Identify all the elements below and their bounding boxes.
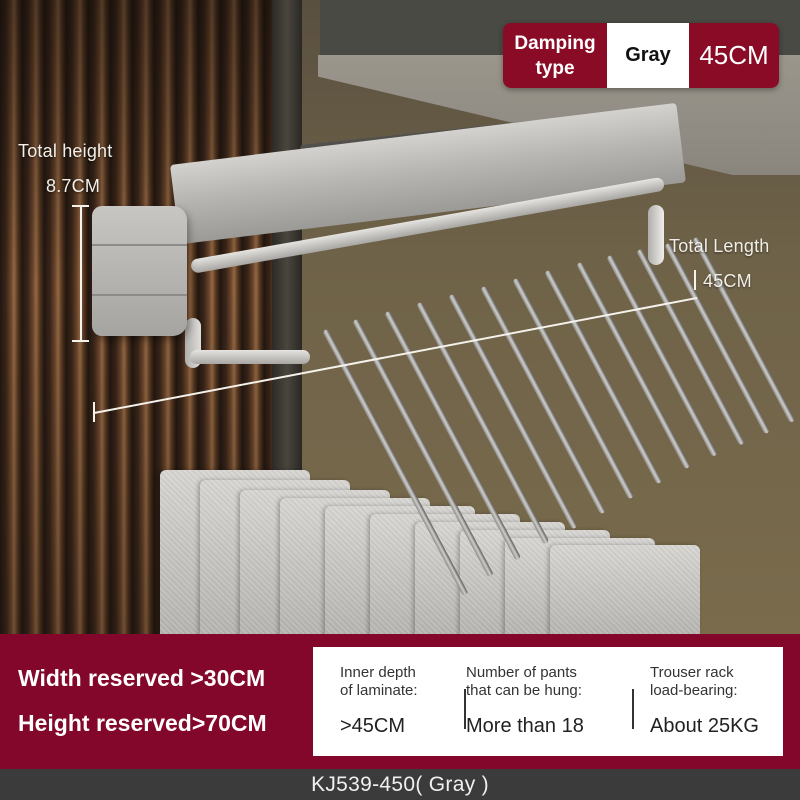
rack-end-cap (92, 206, 187, 336)
total-height-label: Total height (18, 141, 113, 161)
spec-title-line1: Number of pants (466, 664, 577, 681)
height-reserved-text: Height reserved>70CM (18, 710, 267, 736)
spec-title-line2: that can be hung: (466, 682, 582, 699)
end-cap-groove (92, 294, 187, 296)
spec-title-line2: load-bearing: (650, 682, 738, 699)
end-cap-groove (92, 244, 187, 246)
trouser (550, 545, 700, 634)
spec-divider (464, 689, 466, 729)
spec-value: About 25KG (650, 715, 759, 737)
total-length-label: Total Length (669, 236, 770, 256)
badge-type-line2: type (535, 57, 575, 79)
spec-value: >45CM (340, 715, 406, 737)
variant-badge: Damping type Gray 45CM (503, 23, 779, 88)
height-dimension-cap (72, 340, 89, 342)
hang-bar-lower (190, 350, 310, 364)
model-footer: KJ539-450( Gray ) (0, 769, 800, 800)
spec-title-line1: Inner depth (340, 664, 416, 681)
length-dimension-cap (93, 402, 95, 422)
badge-type-line1: Damping (514, 32, 596, 54)
spec-title-line2: of laminate: (340, 682, 418, 699)
spec-inner-depth: Inner depth of laminate: >45CM (313, 647, 453, 756)
total-height-value: 8.7CM (46, 176, 101, 196)
length-dimension-cap (694, 270, 696, 290)
spec-title-line1: Trouser rack (650, 664, 734, 681)
hang-bar-right-support (648, 205, 664, 265)
spec-divider (632, 689, 634, 729)
hanging-trousers (160, 470, 720, 634)
spec-value: More than 18 (466, 715, 584, 737)
model-number: KJ539-450( Gray ) (311, 772, 489, 796)
requirements-banner: Width reserved >30CM Height reserved>70C… (0, 634, 800, 769)
spec-pants-capacity: Number of pants that can be hung: More t… (453, 647, 625, 756)
height-dimension-line (80, 205, 82, 340)
height-dimension-cap (72, 205, 89, 207)
spec-load-bearing: Trouser rack load-bearing: About 25KG (625, 647, 783, 756)
product-photo: Total height 8.7CM Total Length 45CM (0, 0, 800, 634)
badge-type-cell: Damping type (503, 23, 607, 88)
badge-size: 45CM (689, 23, 779, 88)
spec-panel: Inner depth of laminate: >45CM Number of… (313, 647, 783, 756)
total-length-value: 45CM (703, 271, 752, 291)
badge-color: Gray (607, 23, 689, 88)
width-reserved-text: Width reserved >30CM (18, 665, 266, 691)
